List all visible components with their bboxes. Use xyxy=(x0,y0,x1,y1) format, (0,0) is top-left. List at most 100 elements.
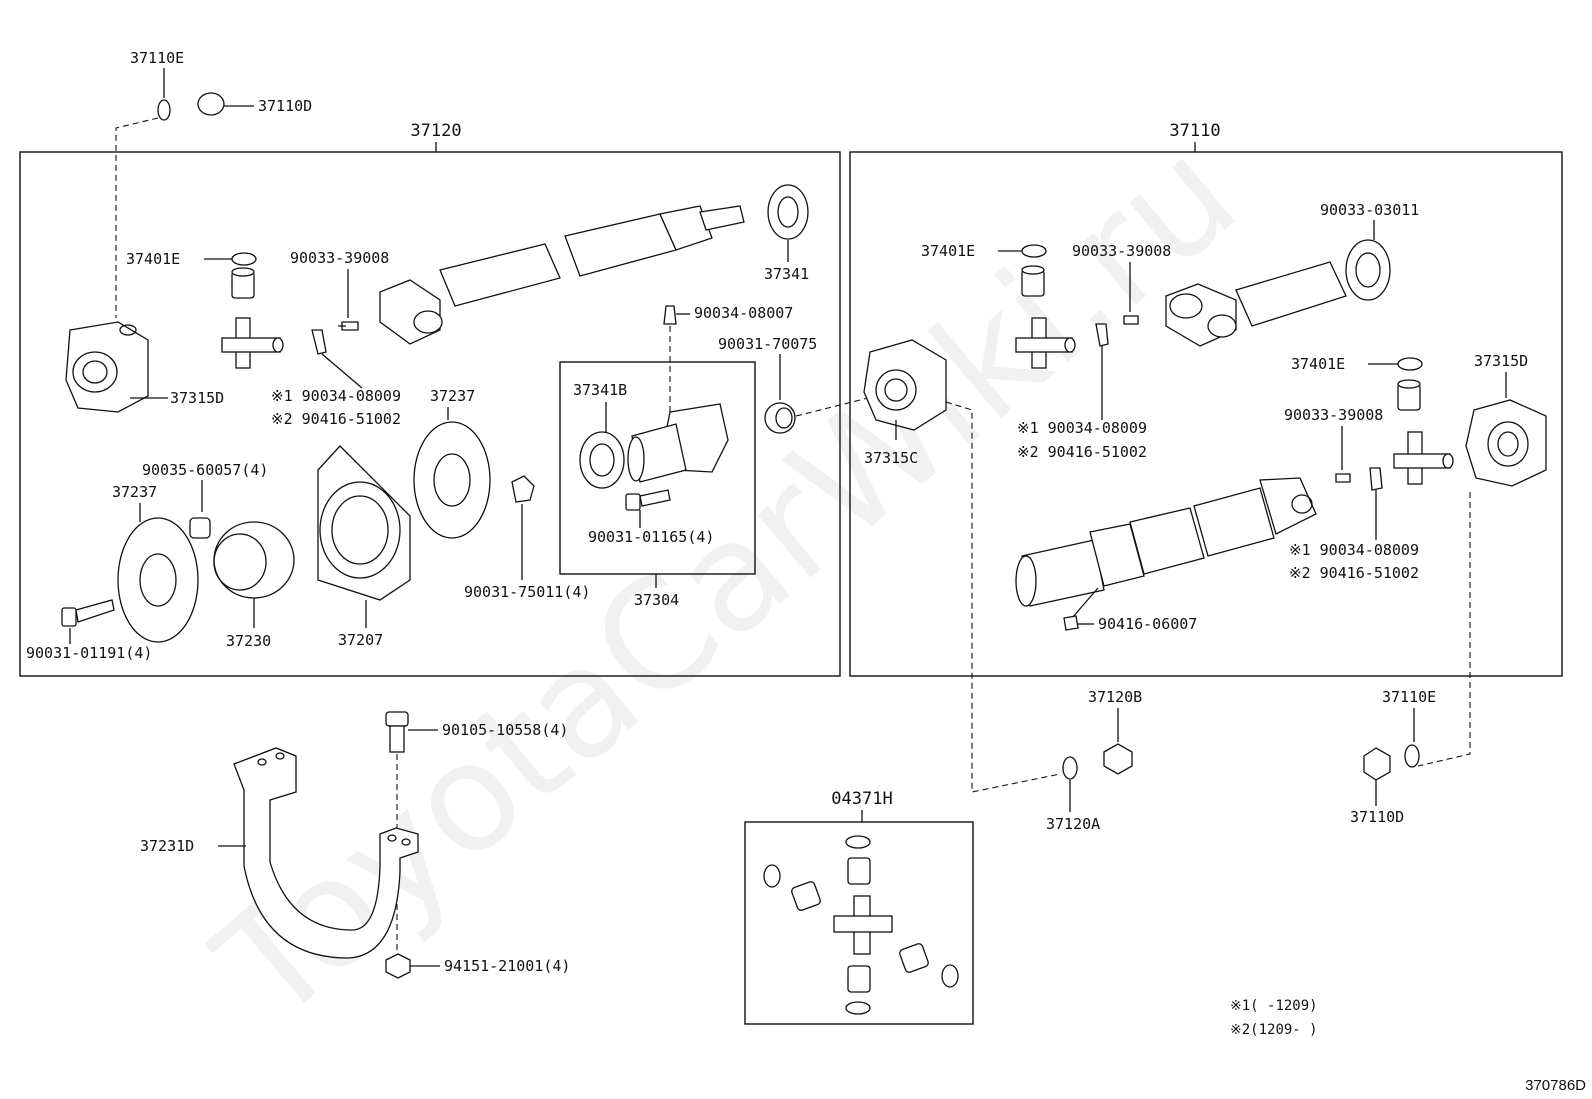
label-37120A: 37120A xyxy=(1046,815,1100,833)
assembly-box-37120 xyxy=(19,151,841,677)
label-37401E-left: 37401E xyxy=(126,250,180,268)
washer-37120A xyxy=(1062,756,1078,780)
spider-right xyxy=(1015,317,1076,369)
bracket-37231D xyxy=(233,747,419,959)
propeller-shaft-front xyxy=(379,205,745,345)
grease-fitting-angled-right xyxy=(1095,323,1109,347)
kit-spider xyxy=(833,895,893,955)
snap-ring-37401E-right xyxy=(1021,244,1047,258)
label-mark2-left: ※2 90416-51002 xyxy=(271,410,401,428)
bearing-cup-right2 xyxy=(1397,379,1421,411)
label-37110E-bottom: 37110E xyxy=(1382,688,1436,706)
footnote-1: ※1( -1209) xyxy=(1230,998,1318,1014)
label-37401E-right2: 37401E xyxy=(1291,355,1345,373)
label-37207: 37207 xyxy=(338,631,383,649)
label-37341B: 37341B xyxy=(573,381,627,399)
kit-snap-ring-left xyxy=(763,864,781,888)
kit-snap-ring-top xyxy=(845,835,871,849)
seal-90033-03011 xyxy=(1345,239,1391,301)
label-90416-06007: 90416-06007 xyxy=(1098,615,1197,633)
label-mark1-right: ※1 90034-08009 xyxy=(1017,419,1147,437)
label-37401E-right: 37401E xyxy=(921,242,975,260)
label-mark1-left: ※1 90034-08009 xyxy=(271,387,401,405)
label-37110E-top: 37110E xyxy=(130,49,184,67)
kit-cup-top xyxy=(847,857,871,885)
label-37110D-bottom: 37110D xyxy=(1350,808,1404,826)
label-90033-39008-right2: 90033-39008 xyxy=(1284,406,1383,424)
grease-fitting-angled-left xyxy=(311,329,327,355)
label-90031-01165: 90031-01165(4) xyxy=(588,528,714,546)
assembly-box-37110 xyxy=(849,151,1563,677)
label-37341: 37341 xyxy=(764,265,809,283)
kit-box-04371H xyxy=(744,821,974,1025)
label-37230: 37230 xyxy=(226,632,271,650)
plug-90416-06007 xyxy=(1063,615,1079,631)
bolt-90105-10558 xyxy=(385,711,409,753)
label-90031-70075: 90031-70075 xyxy=(718,335,817,353)
label-90033-39008-right: 90033-39008 xyxy=(1072,242,1171,260)
kit-snap-ring-right xyxy=(941,964,959,988)
propeller-shaft-rear xyxy=(1015,477,1317,607)
label-04371H: 04371H xyxy=(831,789,892,809)
label-94151-21001: 94151-21001(4) xyxy=(444,957,570,975)
label-90031-75011: 90031-75011(4) xyxy=(464,583,590,601)
snap-ring-37401E-right2 xyxy=(1397,357,1423,371)
grease-fitting-right2 xyxy=(1335,473,1351,483)
plate-37237-left xyxy=(117,517,199,643)
grease-fitting-angled-right2 xyxy=(1369,467,1383,491)
label-37110D-top: 37110D xyxy=(258,97,312,115)
label-37120B: 37120B xyxy=(1088,688,1142,706)
label-mark2-right2: ※2 90416-51002 xyxy=(1289,564,1419,582)
plate-37237-right xyxy=(413,421,491,539)
kit-snap-ring-bottom xyxy=(845,1001,871,1015)
cushion-37207 xyxy=(317,445,411,601)
bolt-90031-01191 xyxy=(61,599,115,627)
spider-left xyxy=(221,317,284,369)
label-37231D: 37231D xyxy=(140,837,194,855)
center-bearing-37230 xyxy=(213,521,295,599)
label-37237-left: 37237 xyxy=(112,483,157,501)
spider-right2 xyxy=(1393,431,1454,485)
label-90033-03011: 90033-03011 xyxy=(1320,201,1419,219)
nut-90031-75011 xyxy=(511,475,535,503)
bolt-90031-01165 xyxy=(625,489,671,511)
grease-fitting-left xyxy=(338,321,359,331)
snap-ring-37401E-left xyxy=(231,252,257,266)
nut-90031-70075 xyxy=(764,402,796,434)
flange-yoke-37315C xyxy=(863,339,947,431)
grease-fitting-right xyxy=(1123,315,1139,325)
label-mark2-right: ※2 90416-51002 xyxy=(1017,443,1147,461)
label-37315C: 37315C xyxy=(864,449,918,467)
nut-94151-21001 xyxy=(385,953,411,979)
label-90035-60057: 90035-60057(4) xyxy=(142,461,268,479)
kit-cup-bottom xyxy=(847,965,871,993)
label-90033-39008-left: 90033-39008 xyxy=(290,249,389,267)
label-90031-01191: 90031-01191(4) xyxy=(26,644,152,662)
flange-yoke-37315D-right xyxy=(1465,399,1547,487)
washer-37110E-top xyxy=(157,99,171,121)
slip-yoke-shaft xyxy=(1165,261,1347,347)
flange-yoke-37315D-left xyxy=(65,321,149,413)
bearing-cup-left xyxy=(231,267,255,299)
label-37315D-right: 37315D xyxy=(1474,352,1528,370)
bearing-cup-right xyxy=(1021,265,1045,297)
dust-seal-37341 xyxy=(767,184,809,240)
washer-37110E-bottom xyxy=(1404,744,1420,768)
pin-90035-60057 xyxy=(189,517,211,539)
label-90034-08007: 90034-08007 xyxy=(694,304,793,322)
bearing-housing-37304 xyxy=(627,403,729,483)
nut-37120B xyxy=(1103,743,1133,775)
label-37315D-left: 37315D xyxy=(170,389,224,407)
label-37304: 37304 xyxy=(634,591,679,609)
label-37237-right: 37237 xyxy=(430,387,475,405)
kit-cup-right xyxy=(899,943,929,973)
grease-fitting-90034-08007 xyxy=(663,305,677,325)
nut-37110D-top xyxy=(197,92,225,116)
kit-cup-left xyxy=(791,881,821,911)
diagram-code: 370786D xyxy=(1525,1077,1586,1094)
footnote-2: ※2(1209- ) xyxy=(1230,1022,1318,1038)
bearing-box-37304 xyxy=(559,361,756,575)
label-37110: 37110 xyxy=(1169,121,1220,141)
nut-37110D-bottom xyxy=(1363,747,1391,781)
